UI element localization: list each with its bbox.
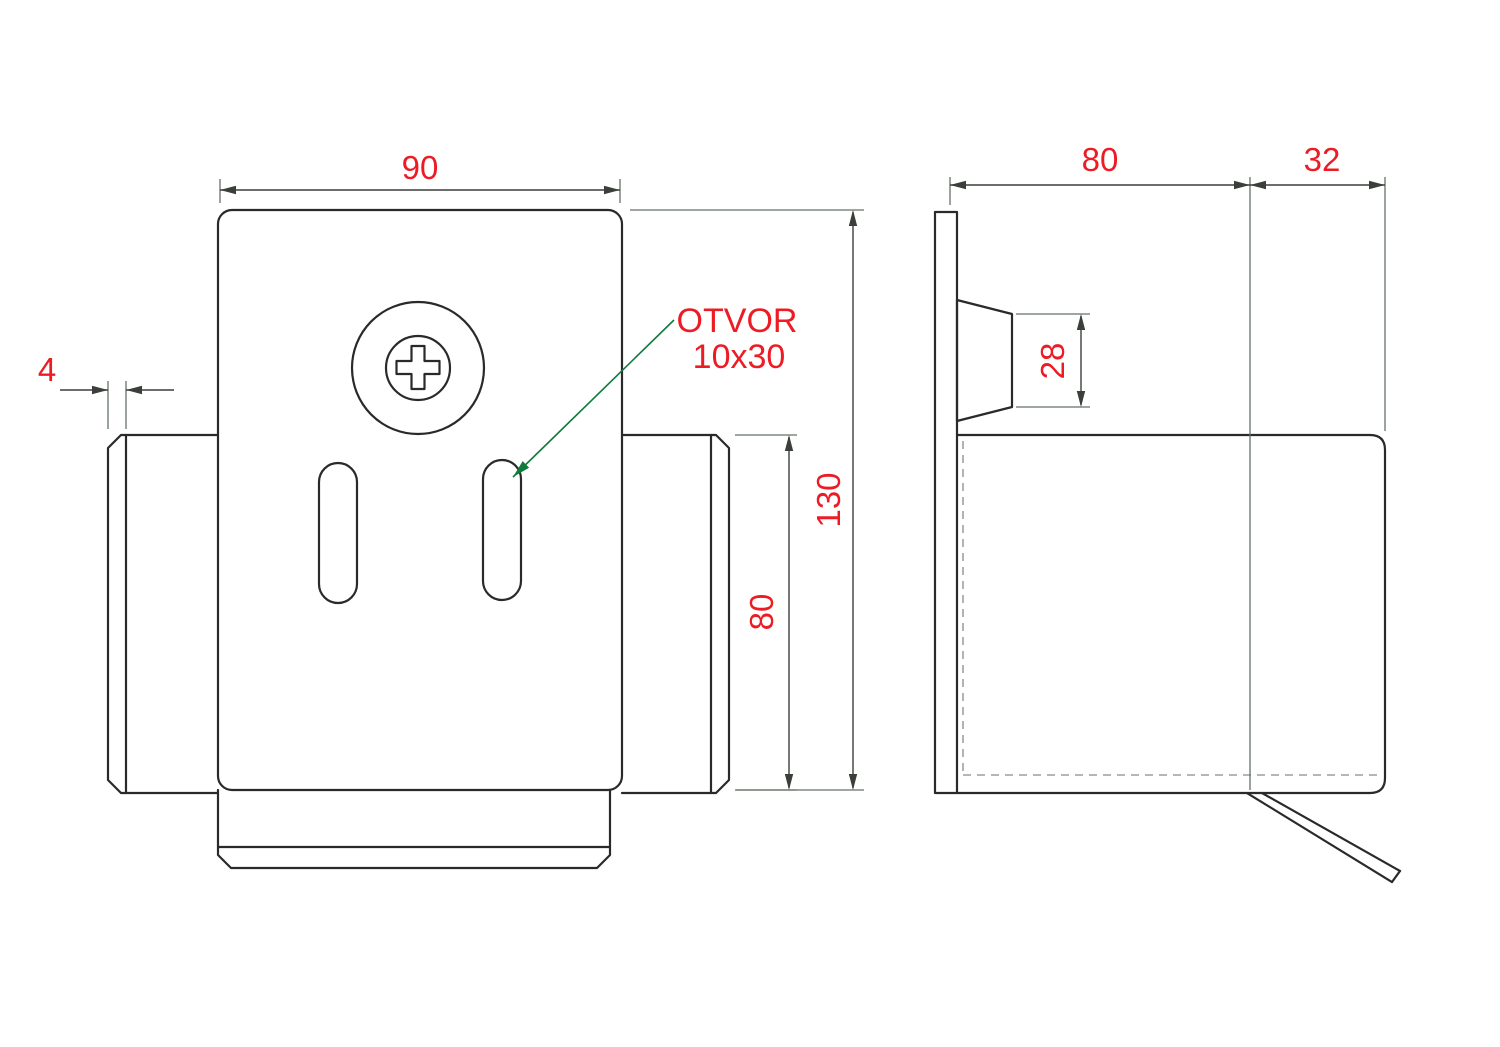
dim-arrow xyxy=(1369,180,1385,190)
side-view: 80 32 28 xyxy=(933,141,1402,884)
front-view: 90 4 80 xyxy=(38,149,864,870)
dim-edge-offset-label: 4 xyxy=(38,351,56,388)
dim-arrow xyxy=(1076,314,1086,330)
dim-arrow xyxy=(848,210,858,226)
leader-line xyxy=(512,319,675,478)
side-back-plate xyxy=(933,210,959,795)
screw-head-circle xyxy=(384,334,452,402)
bent-lip-outer-edge xyxy=(1245,791,1394,884)
dim-flange-height-label: 80 xyxy=(743,594,780,631)
hidden-edges xyxy=(962,441,1379,776)
bracket-side-geometry xyxy=(933,210,1402,884)
bottom-lip xyxy=(216,788,612,870)
screw-washer-circle xyxy=(350,300,486,436)
slot-hole-right xyxy=(481,458,523,602)
dim-arrow xyxy=(92,385,108,395)
dim-boss-height-label: 28 xyxy=(1034,343,1071,380)
dim-side-lip: 32 xyxy=(1250,141,1386,431)
bent-lip-end-edge xyxy=(1390,869,1402,884)
dim-total-height: 130 xyxy=(630,209,864,791)
dim-arrow xyxy=(1234,180,1250,190)
dim-flange-height: 80 xyxy=(735,434,797,791)
hole-callout-title: OTVOR xyxy=(677,302,798,340)
dim-arrow xyxy=(126,385,142,395)
dim-front-width: 90 xyxy=(219,149,621,203)
side-body xyxy=(955,433,1387,795)
right-flange xyxy=(620,433,731,795)
left-flange xyxy=(106,433,220,795)
dim-arrow xyxy=(784,774,794,790)
dim-front-width-label: 90 xyxy=(402,149,439,186)
dim-side-depth: 80 xyxy=(949,141,1251,790)
bent-lip-inner-edge xyxy=(1260,791,1402,873)
dim-arrow xyxy=(1076,391,1086,407)
dim-arrow xyxy=(604,185,620,195)
dim-edge-offset: 4 xyxy=(38,351,174,429)
slot-hole-left xyxy=(317,461,359,605)
dim-boss-height: 28 xyxy=(1016,313,1090,408)
dim-side-depth-label: 80 xyxy=(1082,141,1119,178)
hole-callout-size: 10x30 xyxy=(693,338,786,376)
dim-arrow xyxy=(220,185,236,195)
dim-total-height-label: 130 xyxy=(810,472,847,527)
side-screw-boss xyxy=(955,298,1014,423)
phillips-cross-icon xyxy=(395,344,441,391)
hole-callout: OTVOR 10x30 xyxy=(512,302,798,478)
dim-arrow xyxy=(848,774,858,790)
dim-arrow xyxy=(950,180,966,190)
dim-arrow xyxy=(784,435,794,451)
main-plate xyxy=(216,208,624,792)
dim-arrow xyxy=(1250,180,1266,190)
dim-side-lip-label: 32 xyxy=(1304,141,1341,178)
bracket-front-geometry xyxy=(106,208,731,870)
leader-arrow xyxy=(513,461,530,477)
